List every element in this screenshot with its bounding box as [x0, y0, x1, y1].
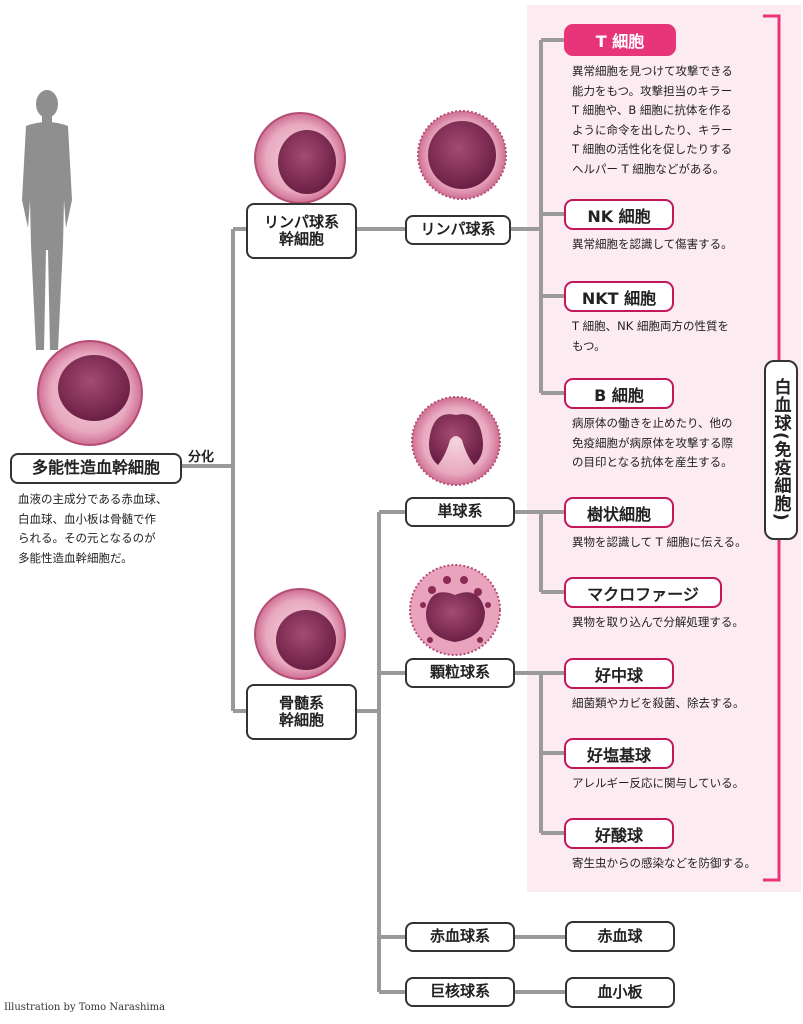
- eosinophil-description: 寄生虫からの感染などを防御する。: [572, 856, 756, 870]
- stem-cell-illustration: [37, 340, 143, 446]
- lymphocyte-illustration: [417, 110, 507, 200]
- nk-cell-description: 異常細胞を認識して傷害する。: [572, 237, 733, 251]
- myeloid-stem-cell-illustration: [254, 588, 346, 680]
- myeloid-stem-cell-node: 骨髄系 幹細胞: [246, 684, 357, 740]
- monocyte-illustration: [411, 396, 501, 486]
- rbc-node: 赤血球: [565, 921, 675, 952]
- lymphoid-node: リンパ球系: [405, 215, 511, 245]
- lymphoid-stem-cell-node: リンパ球系 幹細胞: [246, 203, 357, 259]
- t-cell-description: 異常細胞を見つけて攻撃できる 能力をもつ。攻撃担当のキラー T 細胞や、B 細胞…: [572, 64, 733, 176]
- megakaryocyte-node: 巨核球系: [405, 977, 515, 1007]
- nk-cell-node: NK 細胞: [564, 199, 674, 230]
- eosinophil-node: 好酸球: [564, 818, 674, 849]
- neutrophil-description: 細菌類やカビを殺菌、除去する。: [572, 696, 745, 710]
- lymphoid-stem-cell-illustration: [254, 112, 346, 204]
- platelet-node: 血小板: [565, 977, 675, 1008]
- t-cell-node: T 細胞: [564, 24, 676, 56]
- human-silhouette-icon: [22, 90, 72, 350]
- b-cell-description: 病原体の働きを止めたり、他の 免疫細胞が病原体を攻撃する際 の目印となる抗体を産…: [572, 416, 733, 469]
- illustration-credit: Illustration by Tomo Narashima: [4, 1002, 166, 1013]
- monocyte-node: 単球系: [405, 497, 515, 527]
- macrophage-node: マクロファージ: [564, 577, 722, 608]
- granulocyte-illustration: [409, 564, 501, 656]
- nkt-cell-node: NKT 細胞: [564, 281, 674, 312]
- stem-cell-node: 多能性造血幹細胞: [10, 453, 182, 484]
- basophil-node: 好塩基球: [564, 738, 674, 769]
- dendritic-cell-description: 異物を認識して T 細胞に伝える。: [572, 535, 747, 549]
- white-blood-cell-label: 白血球(免疫細胞): [764, 360, 798, 540]
- nkt-cell-description: T 細胞、NK 細胞両方の性質を もつ。: [572, 319, 729, 353]
- differentiation-label: 分化: [188, 450, 215, 465]
- erythroid-node: 赤血球系: [405, 922, 515, 952]
- dendritic-cell-node: 樹状細胞: [564, 497, 674, 528]
- basophil-description: アレルギー反応に関与している。: [572, 776, 745, 790]
- granulocyte-node: 顆粒球系: [405, 658, 515, 688]
- stem-cell-description: 血液の主成分である赤血球、 白血球、血小板は骨髄で作 られる。その元となるのが …: [18, 492, 168, 565]
- b-cell-node: B 細胞: [564, 378, 674, 409]
- macrophage-description: 異物を取り込んで分解処理する。: [572, 615, 744, 629]
- neutrophil-node: 好中球: [564, 658, 674, 689]
